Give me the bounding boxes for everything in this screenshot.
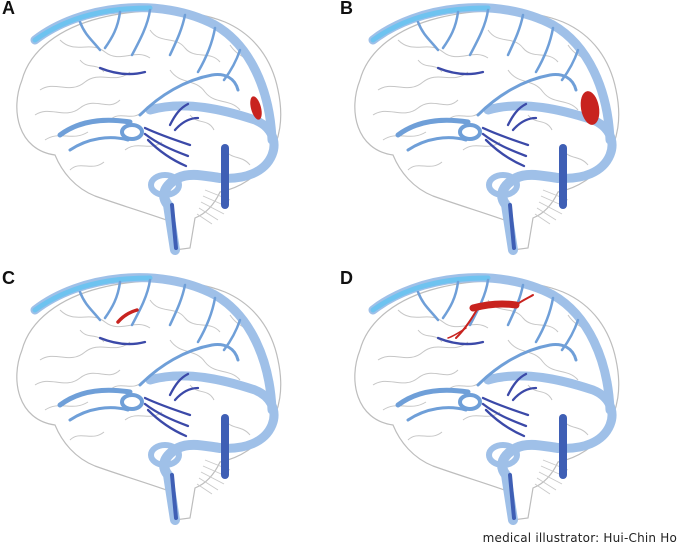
panel-c: C: [0, 268, 330, 530]
panel-label: D: [340, 268, 353, 288]
panel-d: D: [338, 268, 668, 530]
thrombus: [447, 294, 534, 339]
brain-venous-diagram: [338, 270, 668, 530]
thrombus: [116, 308, 139, 324]
thrombus: [580, 91, 600, 125]
panel-label: C: [2, 268, 15, 288]
panel-a: A: [0, 0, 330, 260]
illustrator-credit: medical illustrator: Hui-Chin Ho: [482, 531, 677, 545]
panel-label: A: [2, 0, 15, 18]
brain-venous-diagram: [0, 270, 330, 530]
thrombus: [250, 96, 262, 120]
panel-b: B: [338, 0, 668, 260]
brain-venous-diagram: [338, 0, 668, 260]
brain-venous-diagram: [0, 0, 330, 260]
panel-label: B: [340, 0, 353, 18]
